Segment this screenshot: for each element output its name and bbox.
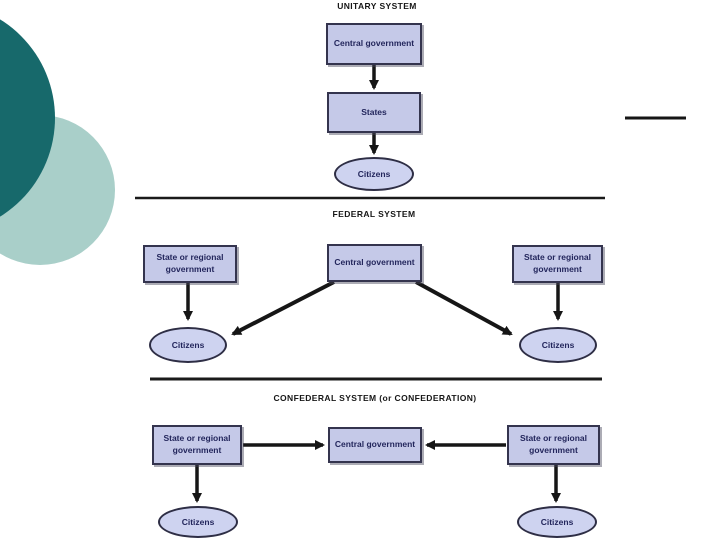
confederal-system-title: CONFEDERAL SYSTEM (or CONFEDERATION) — [273, 393, 477, 403]
federal-right-citizens-ellipse: Citizens — [519, 327, 597, 363]
confederal-central-government-label: Central government — [334, 439, 416, 450]
federal-system-title: FEDERAL SYSTEM — [332, 209, 416, 219]
confederal-left-citizens-ellipse: Citizens — [158, 506, 238, 538]
unitary-central-government-label: Central government — [333, 38, 415, 49]
confederal-right-citizens-ellipse: Citizens — [517, 506, 597, 538]
confederal-right-government-label: State or regional government — [519, 433, 588, 455]
federal-left-citizens-ellipse: Citizens — [149, 327, 227, 363]
confederal-central-government-box: Central government — [328, 427, 422, 463]
confederal-left-government-box: State or regional government — [152, 425, 242, 465]
arrow-federal-central-to-left-citizens — [231, 280, 335, 336]
federal-left-government-label: State or regional government — [156, 252, 224, 274]
unitary-central-government-box: Central government — [326, 23, 422, 65]
federal-right-citizens-label: Citizens — [541, 340, 575, 350]
federal-left-citizens-label: Citizens — [171, 340, 205, 350]
federal-central-government-box: Central government — [327, 244, 422, 282]
federal-right-government-box: State or regional government — [512, 245, 603, 283]
federal-central-government-label: Central government — [334, 257, 415, 268]
unitary-states-box: States — [327, 92, 421, 133]
confederal-right-citizens-label: Citizens — [540, 517, 574, 527]
federal-right-government-label: State or regional government — [523, 252, 592, 274]
confederal-left-government-label: State or regional government — [163, 433, 231, 455]
unitary-states-label: States — [361, 106, 387, 117]
unitary-citizens-label: Citizens — [357, 169, 391, 179]
confederal-right-government-box: State or regional government — [507, 425, 600, 465]
federal-left-government-box: State or regional government — [143, 245, 237, 283]
confederal-left-citizens-label: Citizens — [181, 517, 215, 527]
unitary-citizens-ellipse: Citizens — [334, 157, 414, 191]
unitary-system-title: UNITARY SYSTEM — [337, 1, 417, 11]
arrow-federal-central-to-right-citizens — [415, 280, 513, 336]
